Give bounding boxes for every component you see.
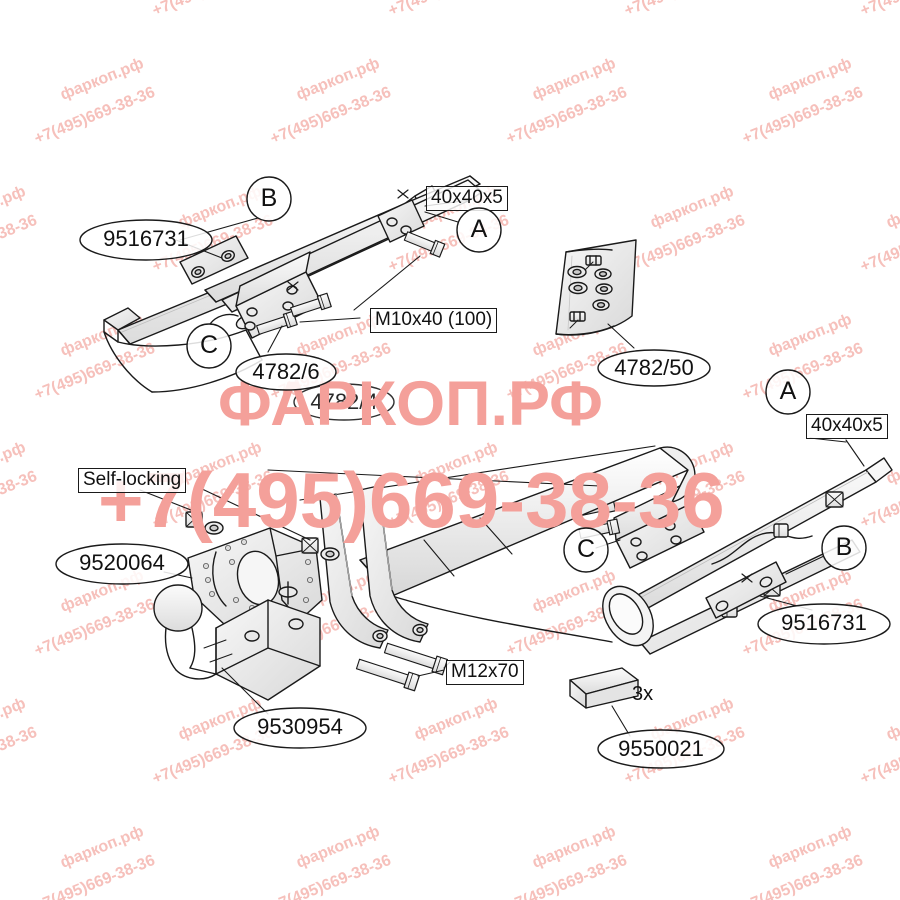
upper-side-member-assembly <box>103 175 483 393</box>
callout-9516731-top: 9516731 <box>78 218 214 267</box>
bolt-box-m10: M10x40 (100) <box>370 308 498 333</box>
callout-9550021: 9550021 <box>596 728 726 775</box>
callout-9520064-text: 9520064 <box>79 550 165 575</box>
callout-9516731-top-text: 9516731 <box>103 226 189 251</box>
letter-b-bottom: B <box>820 524 868 577</box>
bolt-box-m12: M12x70 <box>446 660 524 685</box>
callout-9530954: 9530954 <box>232 706 368 755</box>
callout-9516731-bottom-text: 9516731 <box>781 610 867 635</box>
lower-right-side-member-assembly <box>573 437 893 655</box>
letter-c-top-text: C <box>199 331 219 359</box>
callout-9530954-text: 9530954 <box>257 714 343 739</box>
callout-4782-50-text: 4782/50 <box>614 355 694 380</box>
callout-9516731-bottom: 9516731 <box>756 602 892 651</box>
flange-mount-plate-9520064 <box>139 487 340 625</box>
letter-c-bottom-text: C <box>576 535 596 563</box>
letter-a-bottom-text: A <box>779 377 797 405</box>
spacer-qty-label: 3x <box>632 683 654 705</box>
size-box-top: 40x40x5 <box>426 186 508 211</box>
size-box-bottom: 40x40x5 <box>806 414 888 439</box>
callout-4782-6-text: 4782/6 <box>252 359 320 384</box>
callout-9520064: 9520064 <box>54 542 190 591</box>
spacer-block-9550021 <box>569 667 639 737</box>
letter-a-top-text: A <box>470 215 488 243</box>
letter-c-bottom: C <box>562 526 610 579</box>
self-locking-box: Self-locking <box>78 468 187 493</box>
towball-assembly-9530954 <box>153 584 321 715</box>
callout-4782-50: 4782/50 <box>596 348 712 393</box>
letter-b-top: B <box>245 175 293 228</box>
letter-a-bottom: A <box>764 368 812 421</box>
letter-b-top-text: B <box>260 184 278 212</box>
letter-c-top: C <box>185 322 233 375</box>
letter-b-bottom-text: B <box>835 533 853 561</box>
callout-4782-4-text: 4782/4 <box>310 389 378 414</box>
bracket-4782-50 <box>555 239 637 349</box>
callout-4782-4: 4782/4 <box>292 382 396 427</box>
cross-member-tube-assembly <box>267 445 696 692</box>
callout-4782-6: 4782/6 <box>234 352 338 397</box>
letter-a-top: A <box>455 206 503 259</box>
callout-9550021-text: 9550021 <box>618 736 704 761</box>
